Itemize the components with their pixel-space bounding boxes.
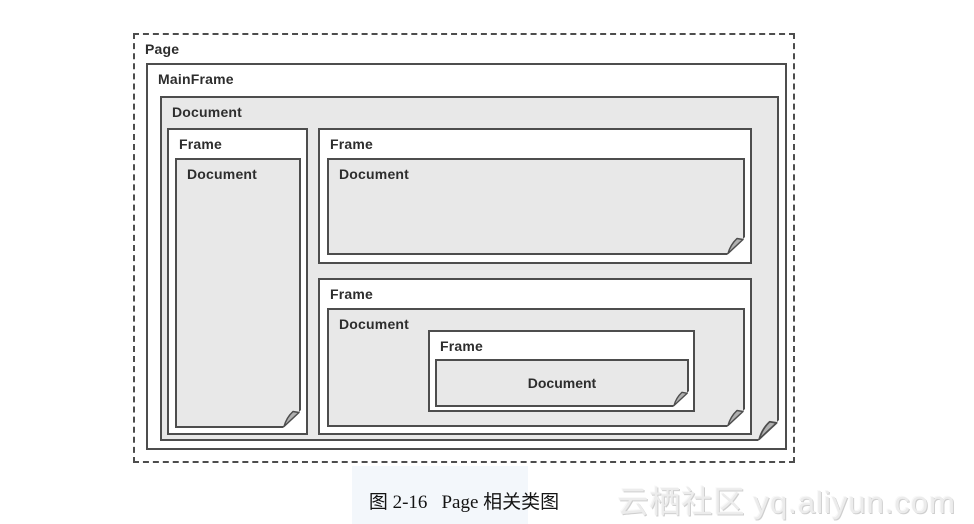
mainframe-label: MainFrame bbox=[158, 71, 234, 87]
main-document-box: Document Frame Document bbox=[160, 96, 779, 441]
left-frame-document-label: Document bbox=[187, 166, 258, 182]
folded-corner-icon bbox=[673, 391, 689, 407]
folded-corner-icon bbox=[758, 420, 779, 441]
figure-title: Page 相关类图 bbox=[441, 492, 560, 513]
watermark-site-name: 云栖社区 bbox=[617, 485, 746, 520]
nested-document-box: Document bbox=[435, 359, 689, 407]
folded-corner-icon bbox=[283, 410, 301, 428]
top-right-frame-label: Frame bbox=[330, 136, 374, 152]
bottom-right-document-label: Document bbox=[339, 316, 410, 332]
page-box: Page MainFrame Document Frame Document bbox=[133, 33, 795, 463]
watermark-site-url: yq.aliyun.com bbox=[753, 485, 956, 520]
bottom-right-frame-box: Frame Document Frame Do bbox=[318, 278, 752, 435]
top-right-document-label: Document bbox=[339, 166, 410, 182]
top-right-frame-box: Frame Document bbox=[318, 128, 752, 264]
figure-caption: 图 2-16 Page 相关类图 bbox=[133, 487, 795, 514]
page-label: Page bbox=[145, 41, 180, 57]
caption-highlight bbox=[352, 466, 528, 524]
figure-number: 图 2-16 bbox=[368, 492, 428, 513]
folded-corner-icon bbox=[727, 237, 745, 255]
nested-frame-box: Frame Document bbox=[428, 330, 695, 412]
nested-frame-label: Frame bbox=[440, 338, 484, 354]
bottom-right-document-box: Document Frame Document bbox=[327, 308, 745, 427]
nested-document-label: Document bbox=[527, 375, 597, 391]
left-frame-document-box: Document bbox=[175, 158, 301, 428]
folded-corner-icon bbox=[727, 409, 745, 427]
left-frame-label: Frame bbox=[179, 136, 223, 152]
bottom-right-frame-label: Frame bbox=[330, 286, 374, 302]
left-frame-box: Frame Document bbox=[167, 128, 308, 435]
main-document-label: Document bbox=[172, 104, 243, 120]
top-right-document-box: Document bbox=[327, 158, 745, 255]
mainframe-box: MainFrame Document Frame Document bbox=[146, 63, 787, 450]
